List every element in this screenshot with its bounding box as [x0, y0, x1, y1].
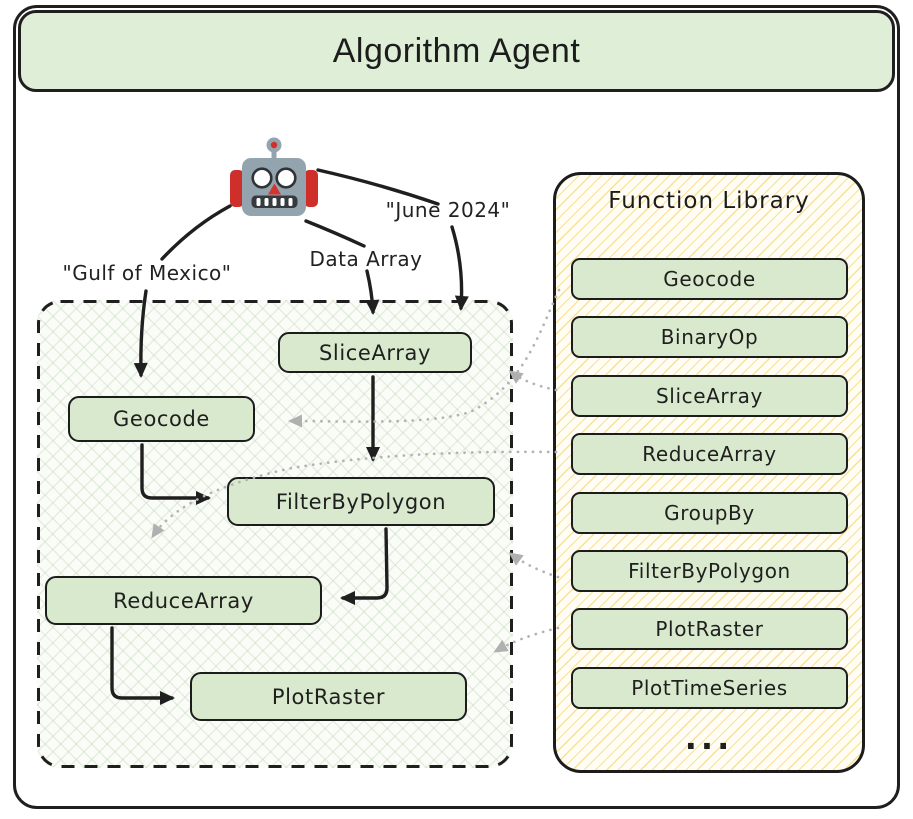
workflow-node-slicearray: SliceArray: [278, 332, 472, 373]
title-bar: Algorithm Agent: [18, 10, 895, 92]
library-item-geocode: Geocode: [571, 258, 848, 300]
workflow-node-geocode: Geocode: [68, 396, 255, 442]
library-item-plottimeseries: PlotTimeSeries: [571, 667, 848, 709]
library-item-binaryop: BinaryOp: [571, 316, 848, 358]
library-item-groupby: GroupBy: [571, 492, 848, 534]
input-label-data-array: Data Array: [309, 247, 423, 271]
library-item-plotraster: PlotRaster: [571, 608, 848, 650]
workflow-node-reducearray: ReduceArray: [45, 576, 322, 625]
workflow-node-filterbypolygon: FilterByPolygon: [227, 477, 495, 526]
input-label-june-2024: "June 2024": [385, 198, 511, 222]
library-item-slicearray: SliceArray: [571, 375, 848, 417]
function-library-title: Function Library: [608, 188, 810, 214]
more-items-indicator: ...: [684, 719, 734, 757]
workflow-node-plotraster: PlotRaster: [190, 672, 467, 721]
library-item-reducearray: ReduceArray: [571, 433, 848, 475]
function-library-panel: Function Library Geocode BinaryOp SliceA…: [553, 172, 865, 773]
page-title: Algorithm Agent: [332, 31, 581, 70]
library-item-filterbypolygon: FilterByPolygon: [571, 550, 848, 592]
input-label-gulf-of-mexico: "Gulf of Mexico": [62, 261, 232, 285]
